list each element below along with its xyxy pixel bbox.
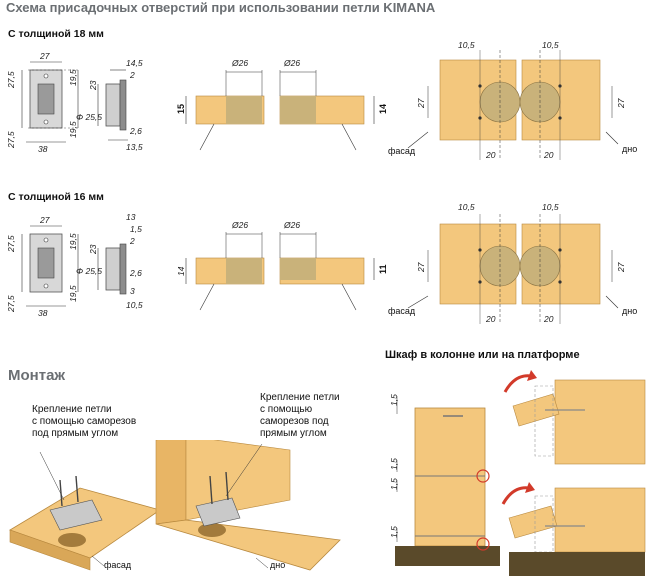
plate18-bot-h: 27,5: [6, 131, 16, 149]
top16-w-l: 20: [485, 314, 496, 324]
plate16-top-w: 27: [39, 215, 50, 225]
top16-off-r: 10,5: [542, 204, 559, 212]
side18-d2: 14,5: [126, 58, 143, 68]
montage-label-bottom: дно: [270, 560, 285, 570]
top16-h-l: 27: [416, 262, 426, 273]
top-view-18: [407, 50, 619, 160]
plate18-top-w: 27: [39, 51, 50, 61]
side18-d1: 23: [88, 80, 98, 91]
note2-line3: саморезов под: [260, 416, 329, 427]
hinge-plate-16: [21, 225, 79, 307]
top-view-16: [407, 214, 619, 324]
montage-illustrations: фасад дно: [9, 440, 341, 571]
top16-facade: фасад: [388, 306, 416, 316]
lower-detail: [501, 482, 646, 576]
side18-d3: 2: [129, 70, 135, 80]
cabinet-dim-2: 1,5: [389, 458, 399, 470]
bottom-board-illustration: [155, 440, 341, 571]
cabinet-heading: Шкаф в колонне или на платформе: [385, 349, 580, 361]
section18-d-right: Ø26: [283, 58, 300, 68]
cross-section-16: [185, 232, 375, 311]
top16-off-l: 10,5: [458, 204, 475, 212]
note2-line1: Крепление петли: [260, 392, 340, 403]
upper-detail: [503, 370, 646, 465]
montage-note-1: Крепление петли с помощью саморезов под …: [32, 404, 136, 440]
side18-d4: 2,6: [129, 126, 142, 136]
section18-left-h: 15: [176, 104, 186, 114]
facade-board-illustration: [9, 451, 161, 571]
cabinet-dim-3: 1,5: [389, 478, 399, 490]
cabinet-dim-1: 1,5: [389, 394, 399, 406]
montage-note-2: Крепление петли с помощью саморезов под …: [260, 392, 340, 440]
plate16-top-h: 27,5: [6, 235, 16, 253]
section16-left-h: 14: [176, 266, 186, 276]
note1-line3: под прямым углом: [32, 428, 119, 439]
plate16-mid-bot: 19,5: [68, 285, 78, 302]
plate18-bot-w: 38: [38, 144, 48, 154]
side16-d5: 2,6: [129, 268, 142, 278]
arrow-icon-upper: [527, 370, 537, 381]
note2-line2: с помощью: [260, 404, 313, 415]
section-18-drawings: 27,5 27,5 27 38 19,5 19,5 23 14,5 2 Φ 25…: [6, 40, 637, 160]
top18-h-r: 27: [616, 98, 626, 109]
montage-label-facade: фасад: [104, 560, 132, 570]
cabinet-illustration: 1,5 1,5 1,5 1,5: [389, 370, 646, 576]
side16-d7: 10,5: [126, 300, 143, 310]
side16-phi: Φ 25,5: [76, 266, 102, 276]
side16-d4: 2: [129, 236, 135, 246]
top16-bottom: дно: [622, 306, 637, 316]
section16-d-right: Ø26: [283, 220, 300, 230]
section16-right-h: 11: [378, 264, 388, 274]
note2-line4: прямым углом: [260, 428, 327, 439]
note1-line1: Крепление петли: [32, 404, 112, 415]
hinge-side-18: [97, 69, 128, 141]
top18-off-l: 10,5: [458, 40, 475, 50]
platform-base: [395, 546, 500, 566]
side18-phi: Φ 25,5: [76, 112, 102, 122]
section18-d-left: Ø26: [231, 58, 248, 68]
top16-h-r: 27: [616, 262, 626, 273]
cabinet-panel: [414, 407, 486, 547]
section16-d-left: Ø26: [231, 220, 248, 230]
top18-off-r: 10,5: [542, 40, 559, 50]
top18-bottom: дно: [622, 144, 637, 154]
plate16-mid-top: 19,5: [68, 233, 78, 250]
hinge-plate-18: [21, 61, 80, 143]
montage-heading: Монтаж: [8, 367, 66, 384]
section-18-label: С толщиной 18 мм: [8, 28, 104, 40]
plate18-mid-bot: 19,5: [68, 121, 78, 138]
highlight-circle-2: [476, 537, 490, 551]
section-16-label: С толщиной 16 мм: [8, 191, 104, 203]
hinge-side-16: [97, 243, 127, 295]
highlight-circle-1: [476, 469, 490, 483]
page-title: Схема присадочных отверстий при использо…: [6, 0, 436, 15]
note1-line2: с помощью саморезов: [32, 416, 137, 427]
cabinet-dim-4: 1,5: [389, 526, 399, 538]
plate18-top-h: 27,5: [6, 71, 16, 89]
plate16-bot-w: 38: [38, 308, 48, 318]
top18-w-l: 20: [485, 150, 496, 160]
side16-d3: 1,5: [130, 224, 142, 234]
top16-w-r: 20: [543, 314, 554, 324]
top18-w-r: 20: [543, 150, 554, 160]
arrow-icon-lower: [525, 482, 535, 493]
top18-h-l: 27: [416, 98, 426, 109]
cross-section-18: [185, 70, 375, 151]
side16-d2: 13: [126, 212, 136, 222]
side18-d5: 13,5: [126, 142, 143, 152]
section18-right-h: 14: [378, 104, 388, 114]
side16-d1: 23: [88, 244, 98, 255]
section-16-drawings: 27,5 27,5 27 38 19,5 19,5 23 13 1,5 2 Φ …: [6, 204, 637, 324]
plate18-mid-top: 19,5: [68, 69, 78, 86]
plate16-bot-h: 27,5: [6, 295, 16, 313]
top18-facade: фасад: [388, 146, 416, 156]
side16-d6: 3: [130, 286, 135, 296]
